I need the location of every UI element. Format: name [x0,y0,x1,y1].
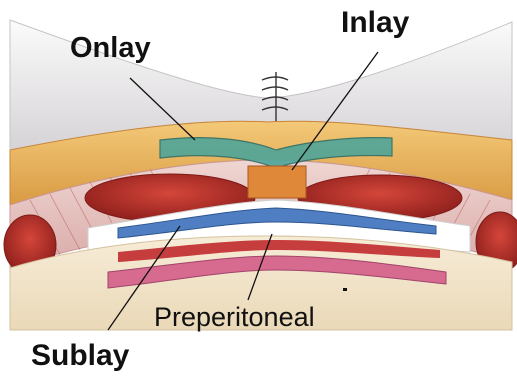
preperitoneal-label: Preperitoneal [154,304,315,331]
inlay-label: Inlay [341,8,409,38]
onlay-label: Onlay [70,34,151,63]
ink-dot [343,288,347,291]
inlay-mesh [248,166,306,198]
sublay-label: Sublay [31,341,129,371]
